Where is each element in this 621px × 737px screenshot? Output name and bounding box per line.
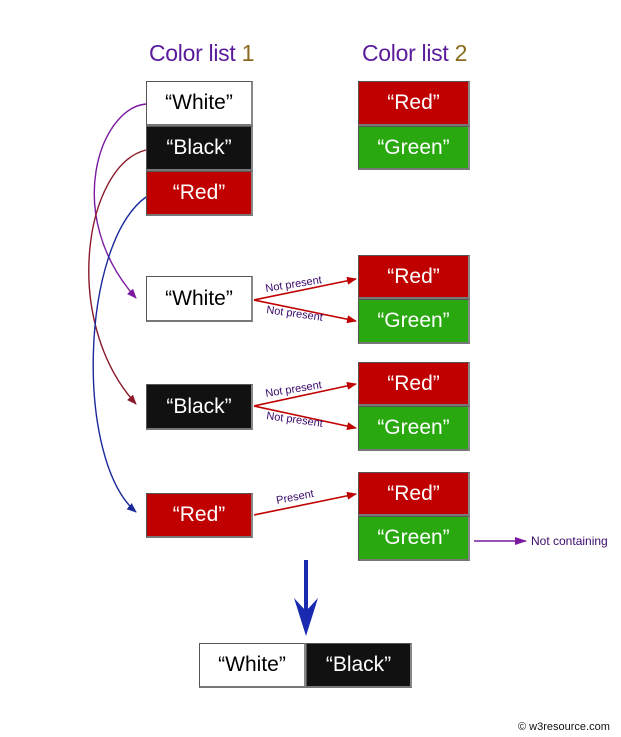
result-item-black: “Black” [306, 643, 412, 688]
curve-arrow-black [88, 149, 147, 405]
color-list-1-heading: Color list 1 [149, 40, 254, 67]
list1-item-red: “Red” [146, 171, 253, 216]
label-not-present: Not present [266, 410, 324, 430]
watermark: © w3resource.com [518, 721, 610, 733]
label-not-present: Not present [266, 304, 324, 324]
down-arrow-head [294, 598, 318, 636]
curve-arrow-white [93, 103, 147, 299]
check-list2-red-1: “Red” [358, 255, 470, 299]
color-list-2-heading: Color list 2 [362, 40, 467, 67]
arrow-red-to-red [253, 491, 357, 516]
check-item-white: “White” [146, 276, 253, 322]
check-item-black: “Black” [146, 384, 253, 430]
list1-item-black: “Black” [146, 126, 253, 171]
list1-item-white: “White” [146, 81, 253, 126]
check-list2-green-3: “Green” [358, 516, 470, 561]
arrow-black-to-red [253, 381, 357, 407]
arrow-white-to-red [253, 276, 357, 301]
arrow-white-to-green [253, 299, 357, 324]
heading-text: Color list [149, 40, 242, 66]
check-list2-red-3: “Red” [358, 472, 470, 516]
result-item-white: “White” [199, 643, 306, 688]
heading-number: 1 [241, 40, 255, 66]
check-list2-red-2: “Red” [358, 362, 470, 406]
list2-item-green: “Green” [358, 126, 470, 170]
arrow-black-to-green [253, 405, 357, 431]
list2-item-red: “Red” [358, 81, 470, 126]
check-list2-green-2: “Green” [358, 406, 470, 451]
curve-arrow-red [92, 196, 147, 513]
label-not-containing: Not containing [531, 534, 608, 548]
check-item-red: “Red” [146, 493, 253, 538]
check-list2-green-1: “Green” [358, 299, 470, 344]
heading-number: 2 [454, 40, 468, 66]
heading-text: Color list [362, 40, 455, 66]
